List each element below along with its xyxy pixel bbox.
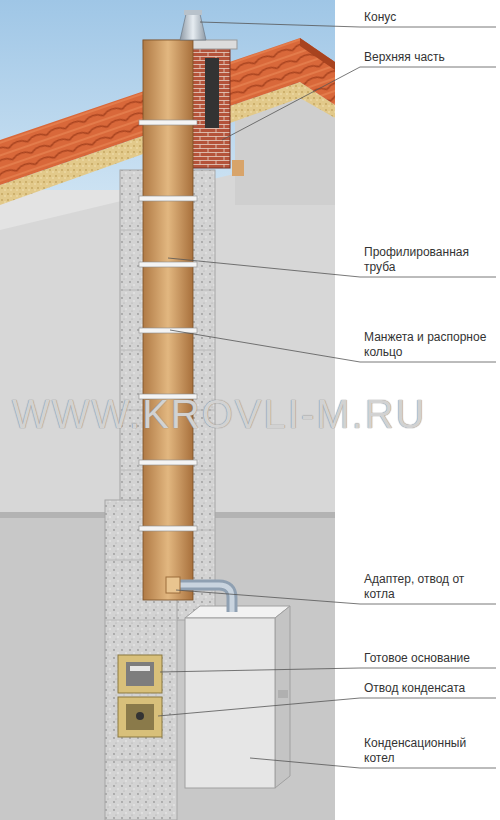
leader-line — [170, 330, 496, 362]
leader-line — [160, 668, 496, 672]
part-label: Готовое основание — [364, 651, 492, 666]
leader-line — [222, 67, 496, 140]
leader-line — [168, 258, 496, 277]
part-label: Конус — [364, 10, 492, 25]
part-label: Адаптер, отвод от котла — [364, 572, 492, 602]
leader-line — [200, 22, 496, 27]
leader-line — [158, 698, 496, 716]
part-label: Профилированная труба — [364, 245, 492, 275]
part-label: Отвод конденсата — [364, 681, 492, 696]
leader-line — [176, 590, 496, 604]
part-label: Конденсационный котел — [364, 736, 492, 766]
watermark: WWW.KROVLI-M.RU — [12, 392, 426, 436]
part-label: Манжета и распорное кольцо — [364, 330, 492, 360]
part-label: Верхняя часть — [364, 50, 492, 65]
